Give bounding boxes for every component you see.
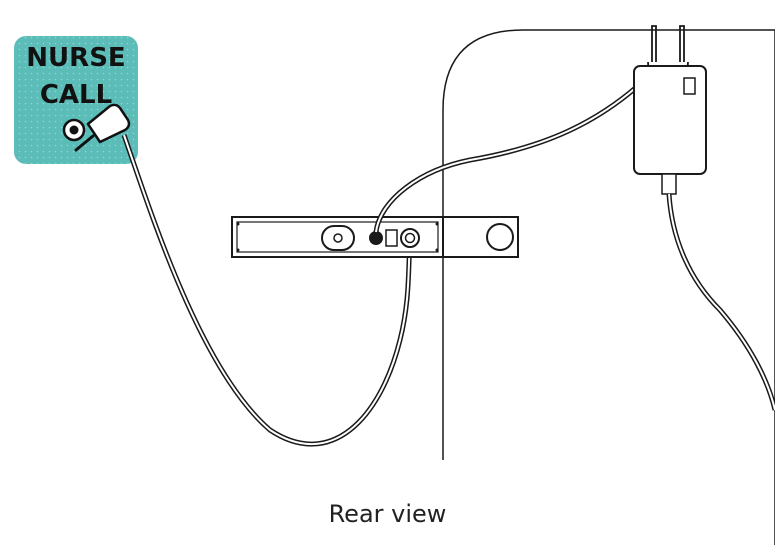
panel-switch bbox=[385, 229, 398, 247]
badge-title-line1: NURSE bbox=[26, 43, 125, 73]
nurse-call-cable bbox=[121, 134, 413, 447]
power-adapter bbox=[633, 65, 707, 195]
plug-icon bbox=[74, 103, 131, 152]
nurse-call-badge: NURSE CALL bbox=[14, 36, 138, 164]
jack-socket-icon bbox=[62, 118, 86, 142]
bed-frame-outline bbox=[442, 29, 775, 460]
bracket-knob bbox=[442, 216, 519, 258]
adapter-output-cable bbox=[666, 193, 775, 411]
panel-power-jack bbox=[369, 231, 383, 245]
caption-rear-view: Rear view bbox=[328, 500, 447, 528]
badge-title-line2: CALL bbox=[40, 80, 112, 110]
rear-panel bbox=[231, 216, 444, 258]
